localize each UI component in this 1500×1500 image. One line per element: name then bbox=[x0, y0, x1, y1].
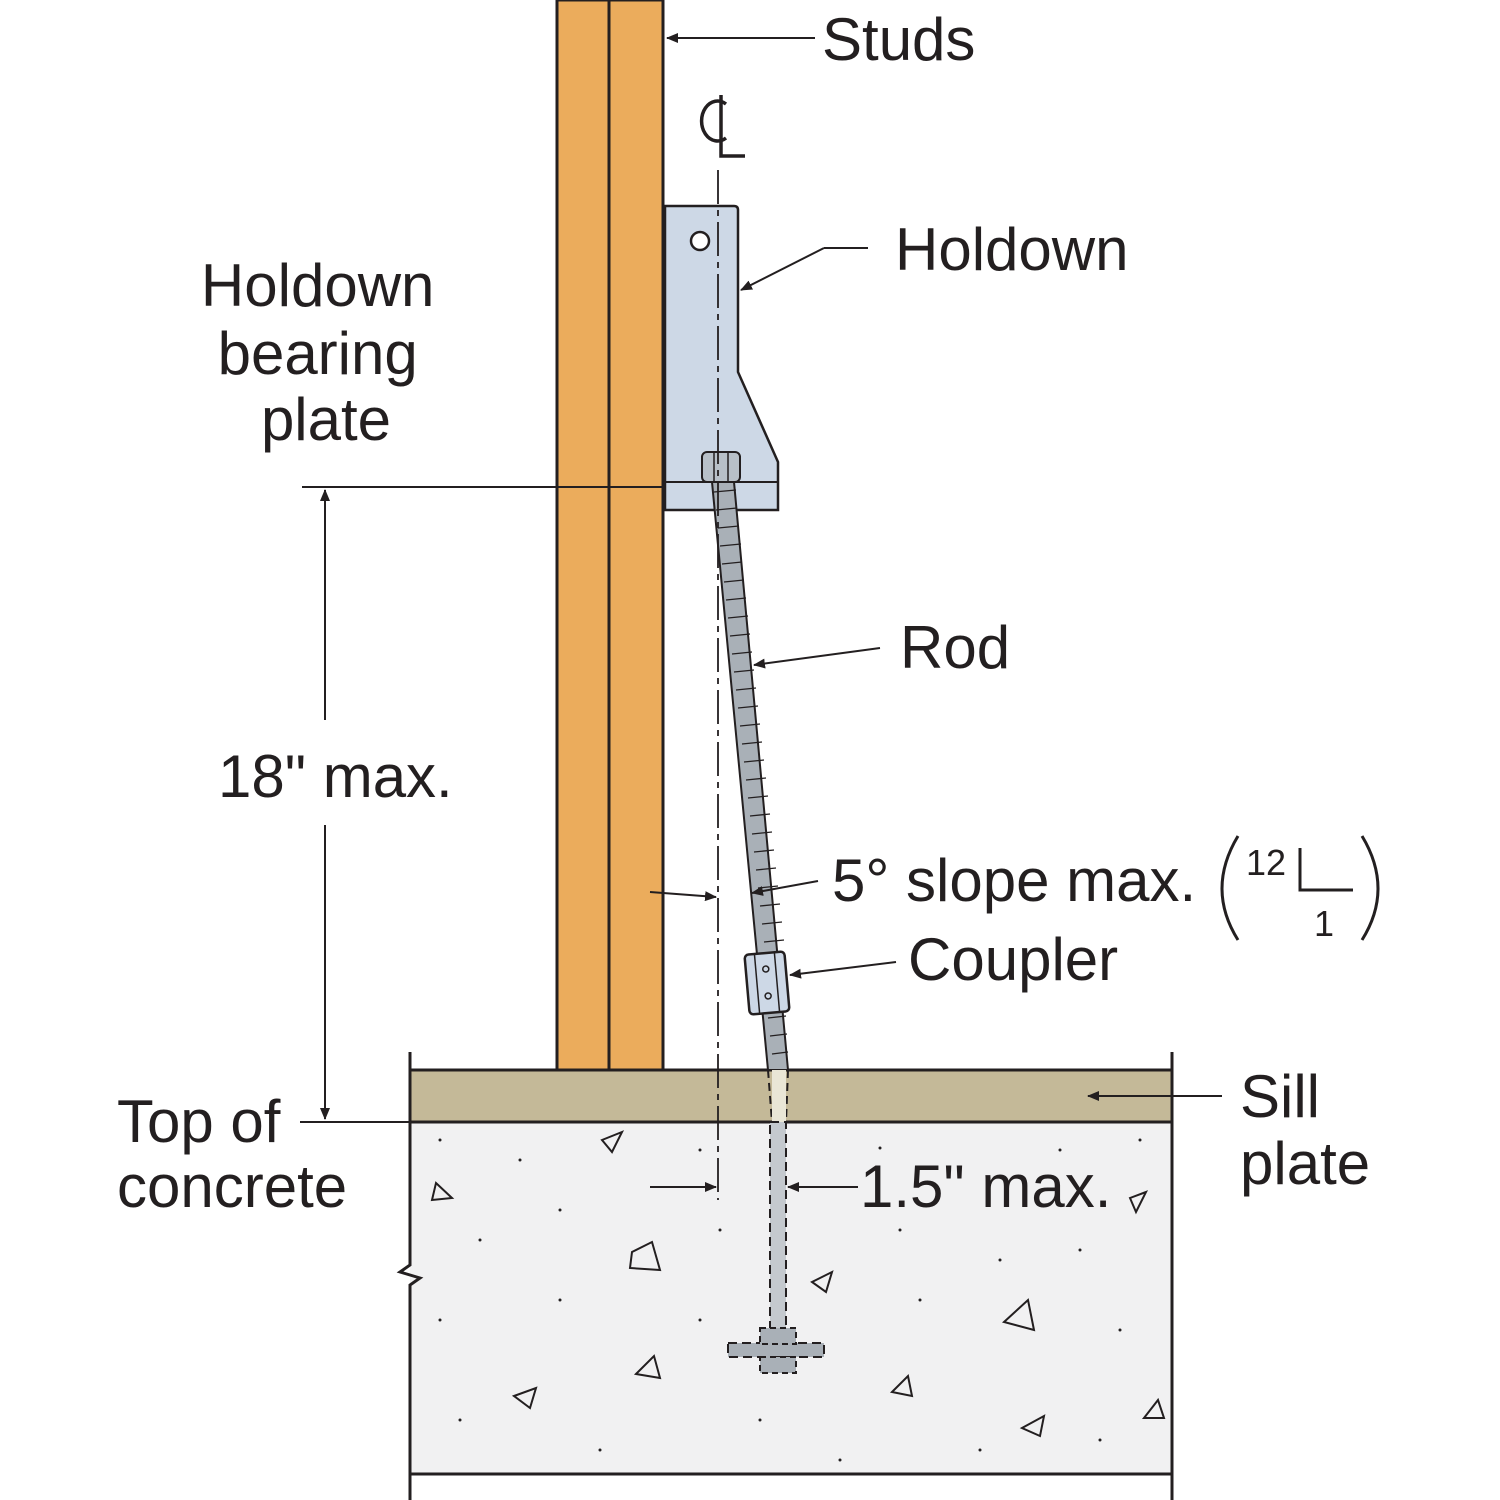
slope-ratio-run: 1 bbox=[1314, 903, 1334, 944]
offset-label: 1.5" max. bbox=[860, 1153, 1111, 1220]
centerline-symbol bbox=[699, 95, 745, 158]
anchor-bolt bbox=[769, 1121, 787, 1351]
sill-plate bbox=[408, 1068, 1174, 1124]
holdown-bolt-hole bbox=[689, 230, 711, 252]
top-of-concrete-label: Top of concrete bbox=[117, 1088, 347, 1220]
aggregate-dots bbox=[438, 1138, 1142, 1462]
holdown-label: Holdown bbox=[895, 216, 1128, 283]
anchor-plate bbox=[727, 1342, 825, 1358]
rod-leader bbox=[753, 647, 881, 669]
holdown-nut bbox=[701, 451, 741, 483]
height-dimension bbox=[300, 486, 665, 1123]
slope-ratio-symbol bbox=[1220, 835, 1380, 941]
slope-offset-arrow bbox=[649, 891, 717, 902]
rod-label: Rod bbox=[900, 614, 1010, 681]
threaded-rod bbox=[710, 481, 825, 1374]
slope-ratio-rise: 12 bbox=[1246, 842, 1286, 883]
slope-label: 5° slope max. bbox=[832, 847, 1196, 914]
bearing-plate-label: Holdown bearing plate bbox=[201, 252, 451, 453]
concrete-foundation bbox=[396, 1052, 1174, 1500]
max-height-label: 18" max. bbox=[218, 743, 453, 810]
aggregate-marks bbox=[430, 1130, 1166, 1438]
anchor-nut-bottom bbox=[759, 1356, 797, 1374]
slope-leader bbox=[751, 880, 819, 896]
studs bbox=[555, 0, 665, 1072]
anchor-nut-top bbox=[759, 1327, 797, 1345]
holdown-bracket bbox=[663, 204, 780, 512]
coupler bbox=[743, 950, 791, 1016]
coupler-label: Coupler bbox=[908, 926, 1118, 993]
coupler-leader bbox=[789, 961, 897, 979]
sill-plate-label: Sill plate bbox=[1240, 1063, 1370, 1197]
holdown-leader-diag bbox=[740, 247, 825, 291]
studs-label: Studs bbox=[822, 6, 975, 73]
